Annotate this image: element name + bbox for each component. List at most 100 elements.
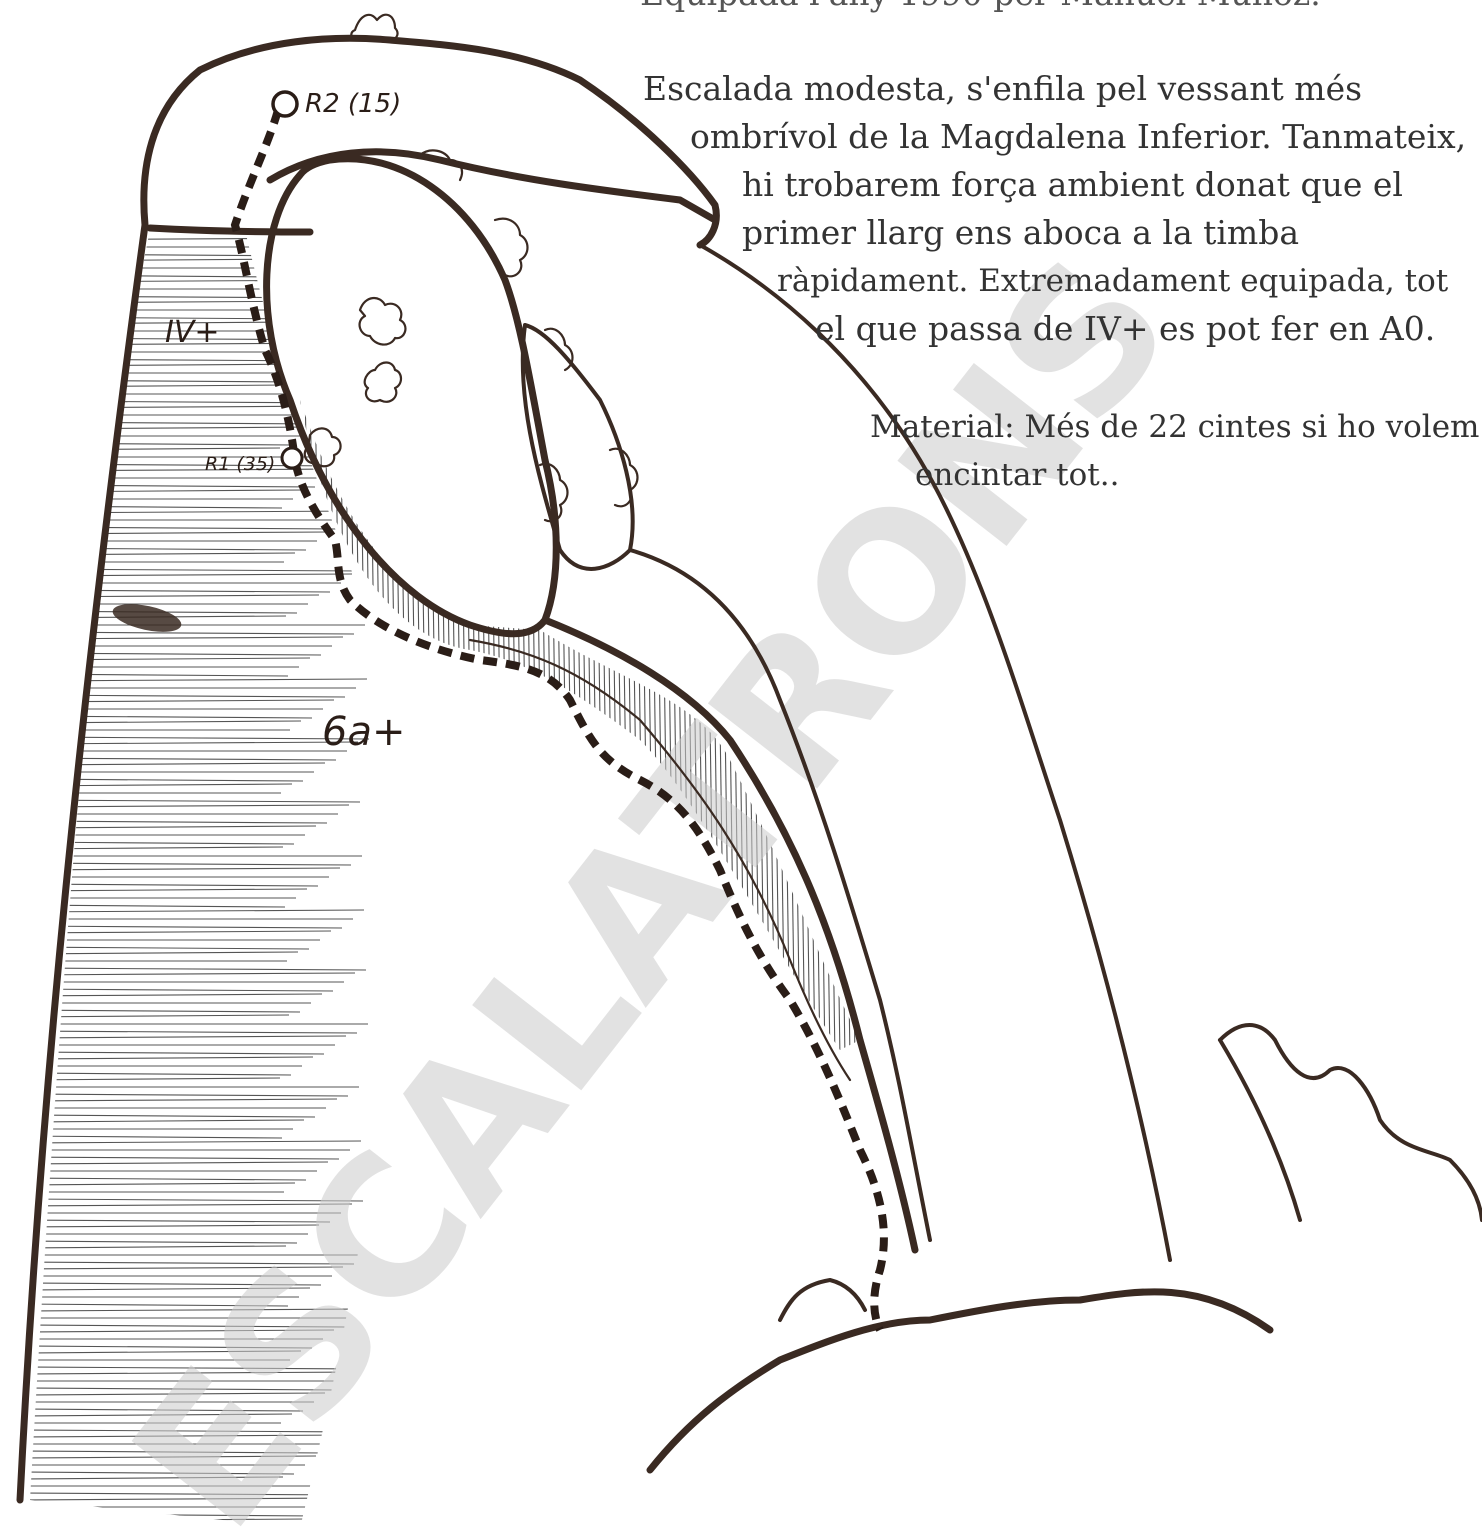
hatch-line (20, 632, 354, 634)
right-crag-drop (1220, 1040, 1300, 1220)
hatch-line (20, 779, 303, 781)
belay-1-icon (282, 448, 302, 468)
shade-line (405, 380, 415, 1060)
material-line: Material: Més de 22 cintes si ho volem (870, 403, 1479, 451)
hatch-line (20, 1183, 295, 1185)
hatch-line (20, 674, 288, 676)
shade-line (435, 380, 445, 1060)
hatch-line (20, 826, 316, 828)
hatch-line (20, 800, 360, 802)
hatch-line (20, 1157, 339, 1159)
hatch-line (20, 1015, 289, 1017)
hatch-line (20, 1036, 346, 1038)
hole-icon (110, 599, 183, 637)
belay-2-icon (273, 92, 297, 116)
hatch-line (20, 737, 369, 739)
hatch-line (20, 1078, 280, 1080)
hatch-line (20, 1115, 315, 1117)
hatch-line (20, 1136, 282, 1138)
hatch-line (20, 926, 342, 928)
hatch-line (20, 1178, 306, 1180)
hatch-line (20, 469, 337, 471)
hatch-line (20, 569, 363, 571)
hatch-line (20, 322, 298, 324)
belay-2-label: R2 (15) (305, 89, 401, 119)
hatch-line (20, 527, 339, 529)
hatch-line (20, 1099, 337, 1101)
description-line: ombrívol de la Magdalena Inferior. Tanma… (690, 113, 1466, 161)
hatch-line (20, 721, 301, 723)
hatch-line (20, 448, 280, 450)
hatch-line (20, 595, 319, 597)
header-partial: Equipada l'any 1990 per Manuel Muñoz. (640, 0, 1321, 18)
hatch-line (20, 700, 334, 702)
hatch-line (20, 1031, 357, 1033)
ledge-outline (150, 228, 310, 232)
description-line: primer llarg ens aboca a la timba (742, 209, 1299, 257)
hatch-line (20, 406, 346, 408)
hatch-line (20, 695, 345, 697)
hatch-line (20, 931, 331, 933)
hatch-line (20, 574, 352, 576)
shade-line (290, 380, 300, 1060)
hatch-line (20, 989, 333, 991)
hatch-line (20, 1073, 291, 1075)
shade-line (410, 380, 420, 1060)
shade-line (450, 380, 460, 1060)
hatch-line (20, 385, 289, 387)
hatch-line (20, 1162, 328, 1164)
description-line: hi trobarem força ambient donat que el (742, 161, 1403, 209)
hatch-line (20, 637, 343, 639)
shade-line (300, 380, 310, 1060)
hatch-line (20, 427, 313, 429)
hatch-line (20, 301, 331, 303)
hatch-line (20, 679, 367, 681)
description-line: el que passa de IV+ es pot fer en A0. (815, 305, 1435, 353)
base-ridge (650, 1292, 1270, 1470)
shade-line (440, 380, 450, 1060)
hatch-line (20, 259, 307, 261)
base-rock (780, 1280, 865, 1320)
hatch-line (20, 910, 364, 912)
hatch-line (20, 994, 322, 996)
shade-line (305, 380, 315, 1060)
description-line: Escalada modesta, s'enfila pel vessant m… (643, 65, 1362, 113)
hatch-line (20, 380, 300, 382)
shade-line (425, 380, 435, 1060)
hatch-line (20, 511, 361, 513)
hatch-line (20, 847, 283, 849)
grade-lower-label: 6a+ (322, 709, 405, 755)
hatch-line (20, 763, 325, 765)
hatch-line (20, 359, 333, 361)
hatch-line (20, 821, 327, 823)
hatch-line (20, 254, 318, 256)
hatch-line (20, 1120, 304, 1122)
hatch-line (20, 968, 366, 970)
hatch-line (20, 490, 304, 492)
hatch-line (20, 548, 306, 550)
hatch-line (20, 658, 310, 660)
hatch-line (20, 422, 324, 424)
shade-line (445, 380, 455, 1060)
hatch-line (20, 1010, 300, 1012)
description-line: ràpidament. Extremadament equipada, tot (777, 257, 1448, 305)
hatch-line (20, 784, 292, 786)
hatch-line (20, 653, 321, 655)
hatch-line (20, 758, 336, 760)
shade-line (295, 380, 305, 1060)
belay-1-label: R1 (35) (205, 453, 275, 475)
hatch-line (20, 842, 294, 844)
hatch-line (20, 905, 285, 907)
hatch-line (20, 1057, 313, 1059)
hatch-line (20, 485, 315, 487)
hatch-line (20, 401, 357, 403)
hatch-line (20, 553, 295, 555)
hatch-line (20, 1094, 348, 1096)
material-line: encintar tot.. (915, 451, 1119, 499)
shade-line (420, 380, 430, 1060)
hatch-line (20, 532, 328, 534)
hatch-line (20, 973, 355, 975)
shade-line (415, 380, 425, 1060)
hatch-line (20, 443, 291, 445)
hatch-line (20, 805, 349, 807)
